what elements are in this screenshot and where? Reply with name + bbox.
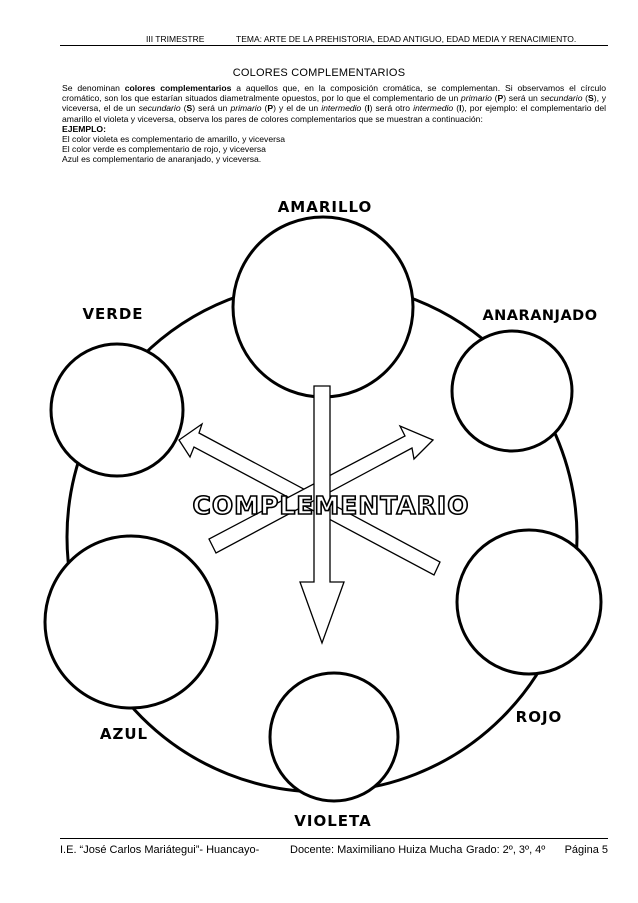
example-line-1: El color violeta es complementario de am… bbox=[62, 134, 286, 145]
footer-page-number: Página 5 bbox=[564, 844, 608, 856]
label-verde: VERDE bbox=[82, 305, 143, 323]
intro-paragraph: Se denominan colores complementarios a a… bbox=[62, 83, 607, 124]
trimestre-label: III TRIMESTRE bbox=[146, 34, 205, 44]
example-line-2: El color verde es complementario de rojo… bbox=[62, 144, 266, 155]
footer-school: I.E. “José Carlos Mariátegui”- Huancayo- bbox=[60, 844, 260, 856]
footer-teacher: Docente: Maximiliano Huiza Mucha bbox=[290, 844, 463, 856]
tema-label: TEMA: ARTE DE LA PREHISTORIA, EDAD ANTIG… bbox=[236, 34, 577, 44]
ejemplo-heading: EJEMPLO: bbox=[62, 123, 106, 134]
arrow-amarillo-violeta bbox=[299, 385, 345, 645]
page-footer: I.E. “José Carlos Mariátegui”- Huancayo-… bbox=[60, 838, 608, 856]
page-header: III TRIMESTRE TEMA: ARTE DE LA PREHISTOR… bbox=[60, 31, 608, 46]
label-azul: AZUL bbox=[100, 725, 148, 743]
footer-grade: Grado: 2º, 3º, 4º bbox=[466, 844, 546, 856]
circle-anaranjado bbox=[450, 329, 574, 453]
circle-verde bbox=[49, 342, 185, 478]
circle-amarillo bbox=[231, 215, 415, 399]
label-anaranjado: ANARANJADO bbox=[482, 308, 597, 324]
page-title: COLORES COMPLEMENTARIOS bbox=[232, 67, 406, 79]
circle-rojo bbox=[455, 528, 603, 676]
circle-violeta bbox=[268, 671, 400, 803]
center-label: COMPLEMENTARIO bbox=[193, 491, 470, 520]
label-rojo: ROJO bbox=[516, 708, 563, 726]
label-amarillo: AMARILLO bbox=[278, 198, 373, 216]
label-violeta: VIOLETA bbox=[294, 812, 371, 830]
circle-azul bbox=[43, 534, 219, 710]
intro-text: Se denominan colores complementarios a a… bbox=[62, 83, 606, 165]
example-line-3: Azul es complementario de anaranjado, y … bbox=[62, 154, 262, 165]
complementary-color-wheel: COMPLEMENTARIO AMARILLO ANARANJADO VERDE… bbox=[43, 198, 603, 830]
